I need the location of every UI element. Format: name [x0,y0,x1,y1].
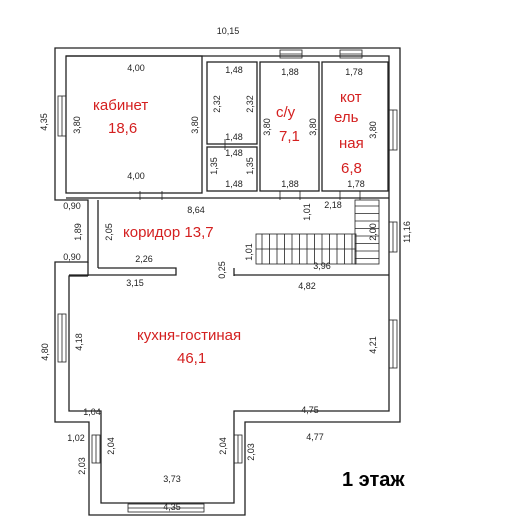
room-cabinet-area: 18,6 [108,120,137,137]
stair-flight-upper [354,199,380,265]
dim-kitchen-left: 4,80 [40,343,50,361]
dim-kitchen-gap: 0,25 [217,261,227,279]
dim-corridor-wall: 2,26 [135,254,153,264]
storage1-walls [206,61,258,145]
dim-corridor-width: 8,64 [187,205,205,215]
dim-cabinet-top: 4,00 [127,63,145,73]
room-kitchen-area: 46,1 [177,350,206,367]
dim-stair-a: 1,01 [302,203,312,221]
staircase [255,199,380,265]
dim-storage2-height: 1,35 [209,157,219,175]
dimension-labels: 10,15 4,35 4,00 3,80 3,80 4,00 1,48 2,32… [39,26,412,512]
dim-ext-left-height-outer: 2,03 [77,457,87,475]
bathroom-walls [259,61,320,192]
dim-cabinet-height: 3,80 [72,116,82,134]
dim-stair-b: 1,01 [244,243,254,261]
dim-storage1-top: 1,48 [225,65,243,75]
dim-kitchen-step-right: 4,75 [301,405,319,415]
room-boiler-name-3: ная [339,135,364,152]
dim-kitchen-right-inner: 4,21 [368,336,378,354]
doors [139,139,361,200]
dim-storage1-bottom: 1,48 [225,132,243,142]
dim-stair-d: 2,00 [368,223,378,241]
dim-ext-width-inner: 3,73 [163,474,181,484]
dim-boiler-bottom: 1,78 [347,179,365,189]
room-boiler-area: 6,8 [341,160,362,177]
dim-top-total: 10,15 [217,26,240,36]
dim-ext-right-height: 2,04 [218,437,228,455]
room-labels: кабинет 18,6 с/у 7,1 кот ель ная 6,8 кор… [93,89,364,367]
outer-wall [54,47,401,516]
dim-storage2-height-right: 1,35 [245,157,255,175]
dim-corridor-left-a: 0,90 [63,201,81,211]
dim-bathroom-bottom: 1,88 [281,179,299,189]
dim-right-total: 11,16 [402,221,412,243]
dim-kitchen-top-left: 3,15 [126,278,144,288]
dim-left-top: 4,35 [39,113,49,131]
floor-title: 1 этаж [342,469,405,491]
dim-outer-step-left: 1,02 [67,433,85,443]
dim-corridor-height: 2,05 [104,223,114,241]
room-kitchen-name: кухня-гостиная [137,327,241,344]
dim-kitchen-left-inner: 4,18 [74,333,84,351]
dim-storage2-bottom: 1,48 [225,179,243,189]
dim-cabinet-height-right: 3,80 [190,116,200,134]
room-corridor: коридор 13,7 [123,224,214,241]
room-boiler-name-2: ель [334,109,359,126]
dim-cabinet-bottom: 4,00 [127,171,145,181]
windows [57,49,398,513]
dim-boiler-top: 1,78 [345,67,363,77]
dim-kitchen-step-left: 1,04 [83,407,101,417]
dim-bathroom-height: 3,80 [262,118,272,136]
dim-ext-left-height: 2,04 [106,437,116,455]
dim-stair-c: 2,18 [324,200,342,210]
room-cabinet-name: кабинет [93,97,148,114]
dim-bathroom-height-right: 3,80 [308,118,318,136]
dim-bathroom-top: 1,88 [281,67,299,77]
room-bathroom-area: 7,1 [279,128,300,145]
dim-storage1-height-right: 2,32 [245,95,255,113]
dim-corridor-left-b: 1,89 [73,223,83,241]
boiler-walls [321,61,389,192]
dim-storage1-height: 2,32 [212,95,222,113]
corridor-bottom-wall [69,267,177,276]
dim-boiler-height: 3,80 [368,121,378,139]
dim-storage2-top: 1,48 [225,148,243,158]
dim-corridor-left-c: 0,90 [63,252,81,262]
storage2-walls [206,146,258,192]
dim-ext-right-height-outer: 2,03 [246,443,256,461]
dim-ext-width-outer: 4,35 [163,502,181,512]
dim-kitchen-top-right: 4,82 [298,281,316,291]
dim-stair-bottom: 3,96 [313,261,331,271]
room-bathroom-name: с/у [276,104,296,121]
dim-outer-step-right: 4,77 [306,432,324,442]
room-boiler-name-1: кот [340,89,362,106]
